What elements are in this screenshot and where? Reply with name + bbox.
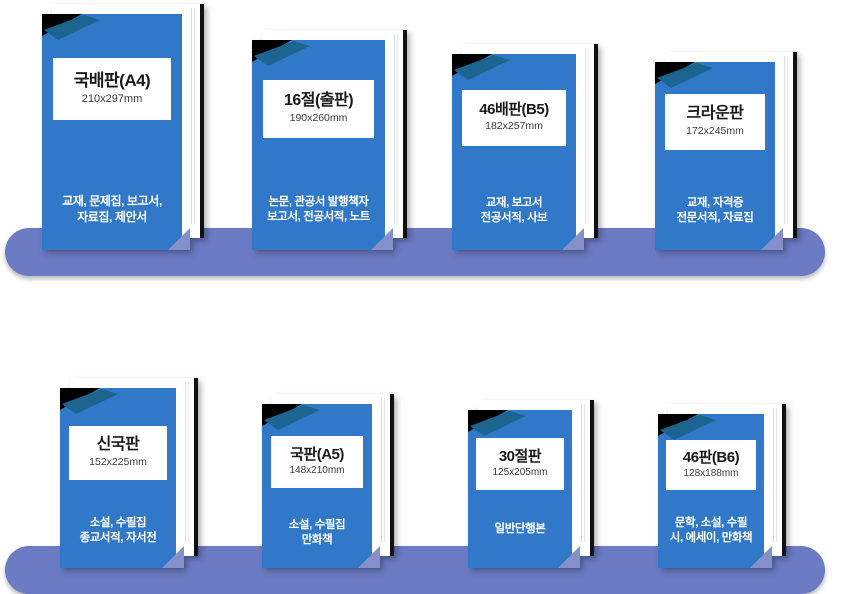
book-cover: 46판(B6) 128x188mm 문학, 소설, 수필 시, 에세이, 만화책 [658,414,764,568]
book-usage-text: 논문, 관공서 발행책자 보고서, 전공서적, 노트 [267,196,370,223]
book-crown-pan[interactable]: 크라운판 172x245mm 교재, 자격증 전문서적, 자료집 [655,52,797,250]
book-cover: 16절(출판) 190x260mm 논문, 관공서 발행책자 보고서, 전공서적, … [252,40,385,250]
book-title: 국배판(A4) [73,71,151,91]
book-cover: 30절판 125x205mm 일반단행본 [468,410,572,568]
book-dimensions: 210x297mm [81,92,143,105]
book-fore-edge [379,398,386,542]
book-dimensions: 172x245mm [686,124,744,137]
book-title: 16절(출판) [283,91,354,109]
book-cover: 신국판 152x225mm 소설, 수필집 종교서적, 자서전 [60,388,176,568]
book-usage-text: 문학, 소설, 수필 시, 에세이, 만화책 [669,517,753,544]
book-usage-text: 일반단행본 [494,523,546,535]
book-46pan-b6[interactable]: 46판(B6) 128x188mm 문학, 소설, 수필 시, 에세이, 만화책 [658,404,786,568]
book-dimensions: 128x188mm [683,468,739,480]
book-title: 46배판(B5) [479,101,549,119]
book-dimensions: 190x260mm [289,111,348,124]
book-label-card: 국판(A5) 148x210mm [270,436,364,488]
book-usage-text: 소설, 수필집 종교서적, 자서전 [79,517,157,544]
book-usage-text: 교재, 자격증 전문서적, 자료집 [676,197,754,224]
book-dimensions: 152x225mm [89,455,147,468]
book-cover: 크라운판 172x245mm 교재, 자격증 전문서적, 자료집 [655,62,775,250]
book-dimensions: 148x210mm [289,465,345,477]
book-fore-edge [183,382,190,542]
book-fore-edge [579,404,586,542]
book-dimensions: 182x257mm [485,120,543,133]
book-gukpan-a5[interactable]: 국판(A5) 148x210mm 소설, 수필집 만화책 [262,394,394,568]
book-label-card: 16절(출판) 190x260mm [262,80,375,138]
book-title: 46판(B6) [682,448,740,466]
book-fore-edge [189,8,196,224]
book-fore-edge [392,34,399,224]
book-label-card: 신국판 152x225mm [69,426,167,480]
book-46baepan-b5[interactable]: 46배판(B5)182x257mm 교재, 보고서 전공서적, 사보 [452,44,598,250]
book-singukpan[interactable]: 신국판 152x225mm 소설, 수필집 종교서적, 자서전 [60,378,198,568]
book-30jeolpan[interactable]: 30절판 125x205mm 일반단행본 [468,400,594,568]
book-cover: 국판(A5) 148x210mm 소설, 수필집 만화책 [262,404,372,568]
book-usage-text: 교재, 보고서 전공서적, 사보 [480,197,548,224]
book-label-card: 46배판(B5)182x257mm [461,90,567,146]
book-title: 크라운판 [686,104,744,122]
book-fore-edge [771,408,778,542]
book-16jeol-chulpan[interactable]: 16절(출판) 190x260mm 논문, 관공서 발행책자 보고서, 전공서적, … [252,30,407,250]
book-label-card: 30절판 125x205mm [476,438,564,490]
book-label-card: 국배판(A4)210x297mm [53,58,171,120]
book-usage-text: 소설, 수필집 만화책 [288,519,346,546]
book-dimensions: 125x205mm [492,467,548,479]
book-fore-edge [583,48,590,224]
book-title: 30절판 [498,447,542,465]
book-fore-edge [782,56,789,224]
book-usage-text: 교재, 문제집, 보고서, 자료집, 제안서 [62,194,162,224]
book-label-card: 46판(B6) 128x188mm [666,440,756,490]
book-gukbaepan-a4[interactable]: 국배판(A4)210x297mm 교재, 문제집, 보고서, 자료집, 제안서 [42,4,204,250]
book-cover: 국배판(A4)210x297mm 교재, 문제집, 보고서, 자료집, 제안서 [42,14,182,250]
book-title: 국판(A5) [290,445,344,463]
book-title: 신국판 [96,435,140,453]
book-label-card: 크라운판 172x245mm [664,94,766,150]
book-cover: 46배판(B5)182x257mm 교재, 보고서 전공서적, 사보 [452,54,576,250]
